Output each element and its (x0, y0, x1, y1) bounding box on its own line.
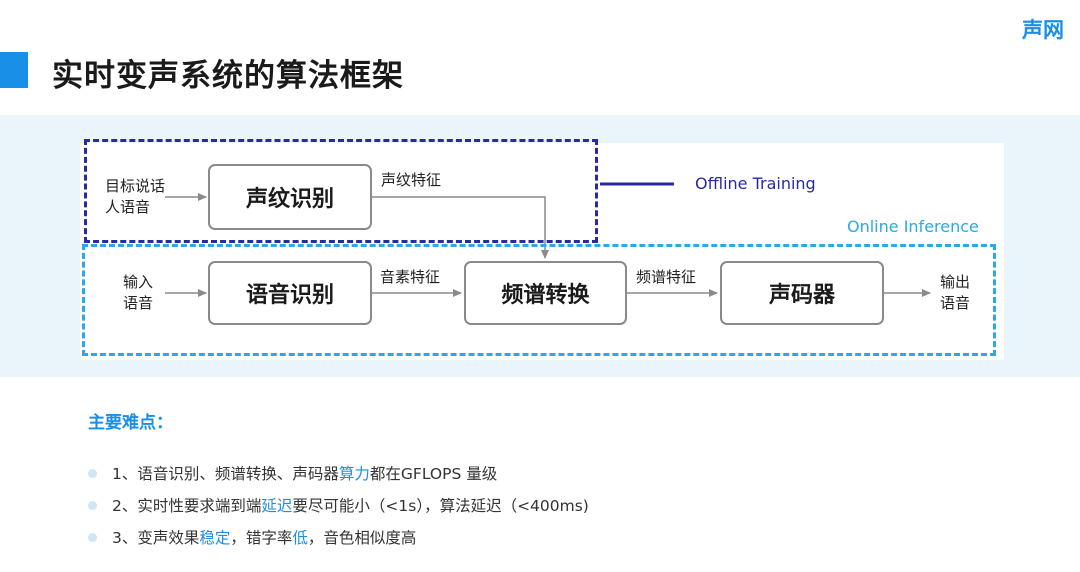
online-inference-region (82, 244, 996, 356)
target-speech-label-line2: 人语音 (105, 198, 151, 216)
bullet-dot-icon (88, 468, 97, 478)
bullet-dot-icon (88, 532, 97, 542)
difficulty-item-1: 1、语音识别、频谱转换、声码器算力都在GFLOPS 量级 (88, 462, 497, 484)
difficulty-item-3: 3、变声效果稳定，错字率低，音色相似度高 (88, 526, 416, 548)
difficulty-1-text: 1、语音识别、频谱转换、声码器 (112, 465, 339, 483)
offline-training-legend: Offline Training (695, 174, 816, 193)
output-speech-label-line1: 输出 (939, 273, 970, 291)
offline-training-region (84, 139, 598, 243)
difficulties-title: 主要难点： (88, 413, 173, 433)
input-speech-label-line2: 语音 (122, 294, 153, 312)
title-accent-bar (0, 52, 28, 88)
difficulty-1-text-rest: 都在GFLOPS 量级 (369, 465, 498, 483)
difficulty-2-highlight: 延迟 (261, 497, 293, 515)
spectrum-feature-label: 频谱特征 (636, 268, 697, 286)
difficulty-3-text-mid: ，错字率 (230, 529, 293, 547)
difficulty-3-text-rest: ，音色相似度高 (307, 529, 417, 547)
difficulty-3-highlight-2: 低 (292, 529, 308, 547)
voiceprint-feature-label: 声纹特征 (381, 171, 442, 189)
input-speech-label-line1: 输入 (122, 273, 153, 291)
target-speech-label-line1: 目标说话 (105, 177, 166, 195)
difficulty-2-text-rest: 要尽可能小（<1s），算法延迟（<400ms) (292, 497, 589, 515)
phoneme-feature-label: 音素特征 (380, 268, 441, 286)
difficulty-3-highlight-1: 稳定 (199, 529, 231, 547)
difficulty-3-text: 3、变声效果 (112, 529, 200, 547)
difficulty-item-2: 2、实时性要求端到端延迟要尽可能小（<1s），算法延迟（<400ms) (88, 494, 589, 516)
vocoder-node: 声码器 (720, 261, 884, 325)
voiceprint-recognition-node: 声纹识别 (208, 164, 372, 230)
page-title: 实时变声系统的算法框架 (52, 58, 404, 94)
online-inference-legend: Online Inference (847, 217, 979, 236)
output-speech-label: 输出 语音 (934, 272, 976, 314)
brand-logo: 声网 (1022, 18, 1064, 42)
speech-recognition-node: 语音识别 (208, 261, 372, 325)
bullet-dot-icon (88, 500, 97, 510)
target-speech-label: 目标说话 人语音 (105, 176, 165, 218)
arrow-voiceprint-to-spectrum (372, 196, 549, 259)
difficulty-1-highlight: 算力 (338, 465, 370, 483)
difficulty-2-text: 2、实时性要求端到端 (112, 497, 262, 515)
spectrum-conversion-node: 频谱转换 (464, 261, 627, 325)
output-speech-label-line2: 语音 (939, 294, 970, 312)
input-speech-label: 输入 语音 (118, 272, 158, 314)
